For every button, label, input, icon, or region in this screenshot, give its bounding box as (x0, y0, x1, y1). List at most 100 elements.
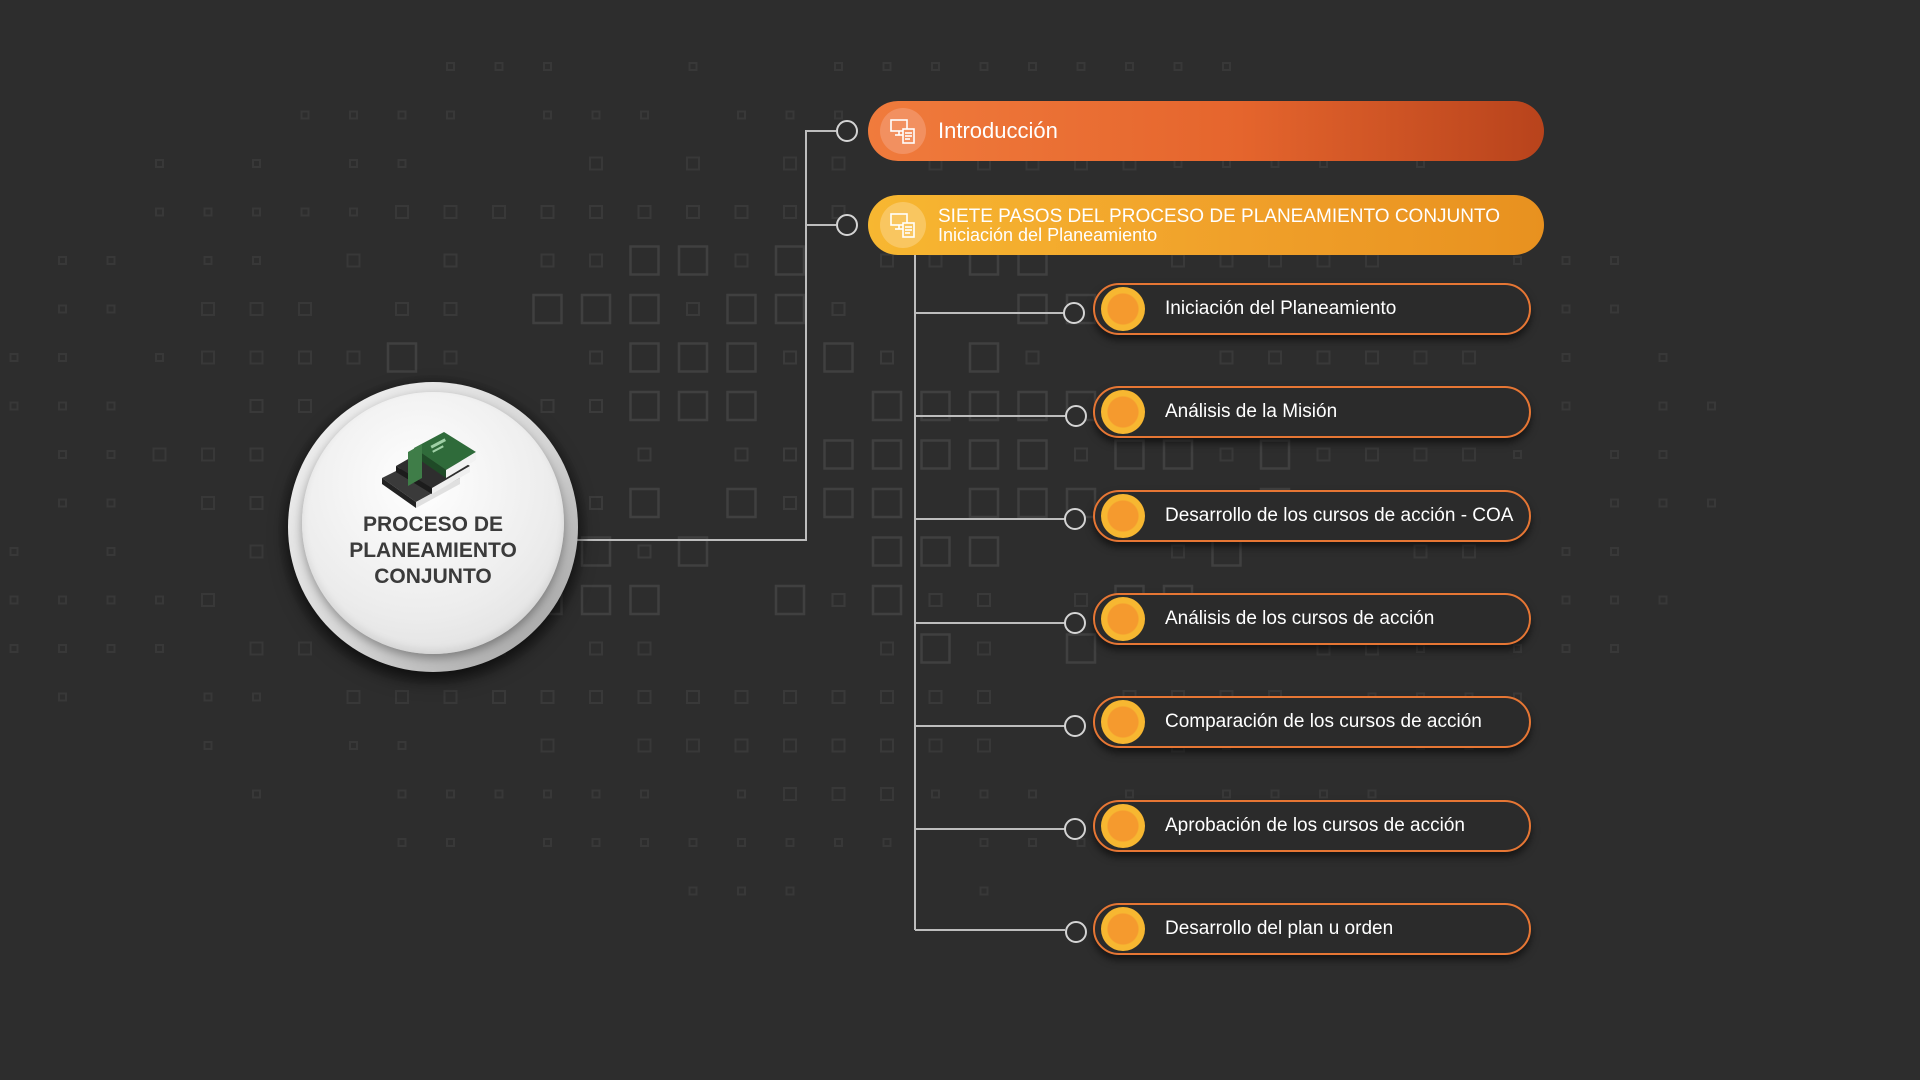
background-square (1413, 350, 1428, 365)
background-square (979, 789, 989, 799)
background-square (589, 350, 603, 365)
background-square (688, 886, 698, 896)
background-square (831, 156, 846, 171)
background-square (252, 159, 261, 168)
background-square (1017, 390, 1048, 422)
background-square (446, 62, 455, 71)
background-square (397, 789, 407, 799)
background-square (346, 253, 361, 268)
background-square (395, 302, 409, 316)
background-square (152, 447, 167, 462)
background-square (977, 738, 991, 753)
intro-bar[interactable]: Introducción (868, 101, 1544, 161)
background-square (783, 738, 797, 753)
step-item-6[interactable]: Aprobación de los cursos de acción (1093, 800, 1531, 852)
step-dot-icon (1101, 287, 1145, 331)
background-square (1074, 593, 1088, 607)
background-square (1561, 644, 1571, 653)
background-square (249, 447, 264, 462)
steps-header-bar[interactable]: SIETE PASOS DEL PROCESO DE PLANEAMIENTO … (868, 195, 1544, 255)
background-square (880, 641, 894, 656)
background-square (580, 584, 612, 616)
background-square (640, 838, 649, 847)
background-square (397, 838, 407, 847)
background-square (1222, 789, 1231, 799)
step-item-3[interactable]: Desarrollo de los cursos de acción - COA (1093, 490, 1531, 542)
background-square (591, 838, 601, 847)
background-square (1610, 256, 1619, 265)
background-square (737, 886, 746, 896)
background-square (1610, 450, 1619, 459)
background-square (880, 350, 894, 365)
background-square (1065, 633, 1097, 664)
background-square (540, 205, 555, 219)
background-square (1316, 350, 1331, 365)
background-square (774, 293, 806, 325)
step-item-7[interactable]: Desarrollo del plan u orden (1093, 903, 1531, 955)
background-square (1017, 439, 1048, 470)
background-square (1513, 450, 1522, 459)
background-square (834, 110, 843, 120)
background-square (155, 207, 164, 217)
background-square (871, 536, 903, 567)
background-square (1028, 62, 1037, 71)
node-circle-intro (836, 120, 858, 142)
background-square (1561, 547, 1571, 556)
background-square (1658, 498, 1668, 508)
background-square (920, 536, 951, 567)
background-square (201, 350, 215, 365)
background-square (640, 110, 649, 120)
background-square (882, 62, 892, 71)
background-square (629, 584, 660, 616)
background-square (1219, 447, 1234, 462)
step-item-1[interactable]: Iniciación del Planeamiento (1093, 283, 1531, 335)
background-square (688, 838, 698, 847)
background-square (677, 245, 709, 276)
background-square (1561, 401, 1571, 411)
hub-circle[interactable]: PROCESO DE PLANEAMIENTO CONJUNTO (302, 392, 564, 654)
background-square (686, 690, 700, 704)
background-square (1076, 62, 1086, 71)
background-square (252, 692, 261, 702)
background-square (106, 304, 116, 314)
node-circle-step-6 (1064, 818, 1086, 840)
background-square (1125, 62, 1134, 71)
background-square (785, 110, 795, 120)
background-square (629, 245, 660, 276)
background-square (931, 62, 940, 71)
background-square (1173, 62, 1183, 71)
background-square (298, 641, 312, 656)
background-square (726, 342, 757, 373)
background-square (726, 390, 757, 422)
step-item-4[interactable]: Análisis de los cursos de acción (1093, 593, 1531, 645)
node-circle-step-5 (1064, 715, 1086, 737)
background-square (591, 789, 601, 799)
step-item-2[interactable]: Análisis de la Misión (1093, 386, 1531, 438)
background-square (871, 390, 903, 422)
step-item-5[interactable]: Comparación de los cursos de acción (1093, 696, 1531, 748)
background-square (1125, 789, 1134, 799)
background-square (494, 789, 504, 799)
background-square (9, 547, 19, 556)
background-square (686, 738, 700, 753)
background-square (1025, 350, 1040, 365)
background-square (543, 789, 552, 799)
background-square (349, 207, 358, 217)
background-square (1076, 838, 1086, 847)
background-square (1367, 789, 1377, 799)
background-square (1658, 450, 1668, 459)
background-square (540, 253, 555, 268)
background-square (726, 487, 757, 519)
background-square (880, 738, 894, 753)
background-square (686, 302, 700, 316)
background-square (1028, 789, 1037, 799)
background-square (774, 584, 806, 616)
background-square (1658, 595, 1668, 605)
background-square (785, 838, 795, 847)
background-square (589, 253, 603, 268)
background-square (446, 789, 455, 799)
books-icon (382, 432, 476, 508)
background-square (783, 205, 797, 219)
background-square (677, 342, 709, 373)
